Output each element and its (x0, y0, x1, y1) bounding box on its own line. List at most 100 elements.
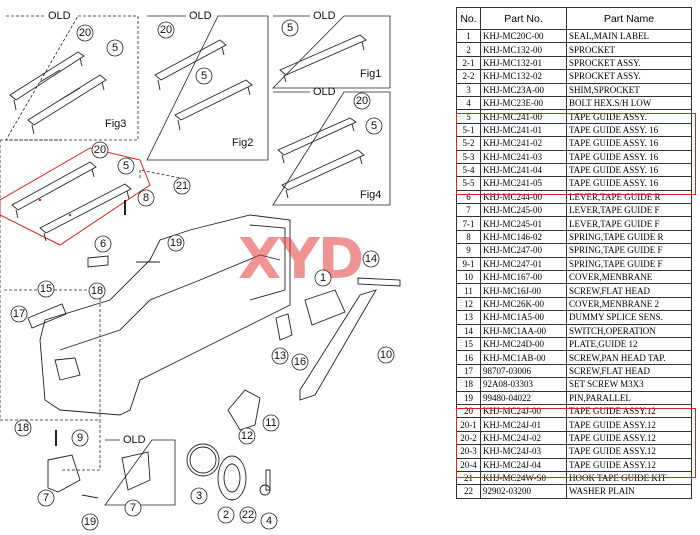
cell-part-name: COVER,MENBRANE (566, 270, 692, 285)
cell-part-name: TAPE GUIDE ASSY.12 (566, 444, 692, 459)
callout-4: 4 (266, 515, 272, 527)
figure-label: Fig3 (105, 118, 126, 130)
cell-no: 2 (456, 42, 481, 57)
cell-no: 17 (456, 363, 481, 379)
cell-part-name: TAPE GUIDE ASSY.12 (566, 430, 692, 446)
cell-part-name: LEVER,TAPE GUIDE R (566, 189, 692, 205)
cell-part-no: KHJ-MC24J-03 (480, 444, 567, 459)
cell-no: 9-1 (456, 256, 481, 272)
cell-no: 2-1 (456, 55, 481, 71)
cell-no: 20-1 (456, 417, 481, 432)
cell-part-no: KHJ-MC247-00 (480, 243, 567, 258)
cell-part-no: KHJ-MC146-02 (480, 229, 567, 245)
callout-5: 5 (112, 42, 118, 54)
cell-part-no: 92A08-03303 (480, 377, 567, 392)
exploded-parts-diagram: XYD OLD OLD OLD OLD OLD Fig3 Fig2 Fig1 F… (0, 10, 401, 531)
cell-no: 1 (456, 28, 481, 44)
cell-no: 5 (456, 109, 481, 124)
callout-5: 5 (371, 120, 377, 132)
cell-part-name: SEAL,MAIN LABEL (566, 28, 692, 44)
cell-part-no: KHJ-MC241-01 (480, 122, 567, 138)
cell-part-name: SPRING,TAPE GUIDE F (566, 243, 692, 258)
cell-no: 2-2 (456, 69, 481, 84)
cell-part-name: SPRING,TAPE GUIDE R (566, 229, 692, 245)
cell-part-name: TAPE GUIDE ASSY.12 (566, 403, 692, 419)
callout-13: 13 (274, 350, 286, 362)
cell-part-no: KHJ-MC245-00 (480, 203, 567, 218)
callout-9: 9 (77, 432, 83, 444)
cell-no: 10 (456, 270, 481, 285)
cell-part-no: KHJ-MC24J-02 (480, 430, 567, 446)
cell-no: 11 (456, 283, 481, 298)
cell-no: 20-2 (456, 430, 481, 446)
cell-part-no: KHJ-MC1AB-00 (480, 350, 567, 365)
cell-no: 15 (456, 336, 481, 352)
cell-part-name: SCREW,PAN HEAD TAP. (566, 350, 692, 365)
old-label: OLD (313, 86, 336, 98)
cell-part-name: TAPE GUIDE ASSY. 16 (566, 176, 692, 191)
cell-part-name: DUMMY SPLICE SENS. (566, 310, 692, 325)
cell-part-name: PLATE,GUIDE 12 (566, 336, 692, 352)
callout-21: 21 (176, 180, 188, 192)
cell-no: 5-1 (456, 122, 481, 138)
cell-part-name: COVER,MENBRANE 2 (566, 296, 692, 312)
callout-2: 2 (223, 509, 229, 521)
cell-no: 21 (456, 470, 481, 486)
cell-part-no: KHJ-MC24J-04 (480, 457, 567, 472)
cell-no: 12 (456, 296, 481, 312)
cell-part-name: LEVER,TAPE GUIDE F (566, 216, 692, 231)
cell-no: 7-1 (456, 216, 481, 231)
cell-part-no: KHJ-MC245-01 (480, 216, 567, 231)
callout-1: 1 (320, 272, 326, 284)
cell-part-no: KHJ-MC26K-00 (480, 296, 567, 312)
cell-part-no: 99480-04022 (480, 390, 567, 405)
cell-part-no: KHJ-MC132-00 (480, 42, 567, 57)
cell-part-name: LEVER,TAPE GUIDE F (566, 203, 692, 218)
callout-12: 12 (241, 430, 253, 442)
cell-part-no: KHJ-MC241-04 (480, 162, 567, 178)
figure-label: Fig4 (360, 189, 381, 201)
cell-no: 9 (456, 243, 481, 258)
callout-18: 18 (17, 422, 29, 434)
cell-part-name: SWITCH,OPERATION (566, 323, 692, 338)
old-label: OLD (48, 10, 71, 22)
cell-part-no: 92902-03200 (480, 484, 567, 499)
cell-part-name: WASHER PLAIN (566, 484, 692, 499)
cell-part-no: KHJ-MC20C-00 (480, 28, 567, 44)
cell-part-name: TAPE GUIDE ASSY. 16 (566, 162, 692, 178)
table-header-row: No. Part No. Part Name (456, 7, 692, 30)
cell-part-no: KHJ-MC23E-00 (480, 95, 567, 111)
old-label: OLD (313, 10, 336, 22)
cell-no: 22 (456, 484, 481, 499)
figure-label: Fig1 (360, 68, 381, 80)
callout-16: 16 (294, 356, 306, 368)
cell-no: 5-2 (456, 136, 481, 151)
figure-label: Fig2 (232, 137, 253, 149)
callout-17: 17 (13, 308, 25, 320)
cell-part-name: PIN,PARALLEL (566, 390, 692, 405)
cell-part-name: SHIM,SPROCKET (566, 82, 692, 97)
callout-20: 20 (160, 24, 172, 36)
cell-part-no: KHJ-MC241-02 (480, 136, 567, 151)
cell-no: 16 (456, 350, 481, 365)
cell-part-no: KHJ-MC1AA-00 (480, 323, 567, 338)
header-no: No. (456, 7, 481, 30)
